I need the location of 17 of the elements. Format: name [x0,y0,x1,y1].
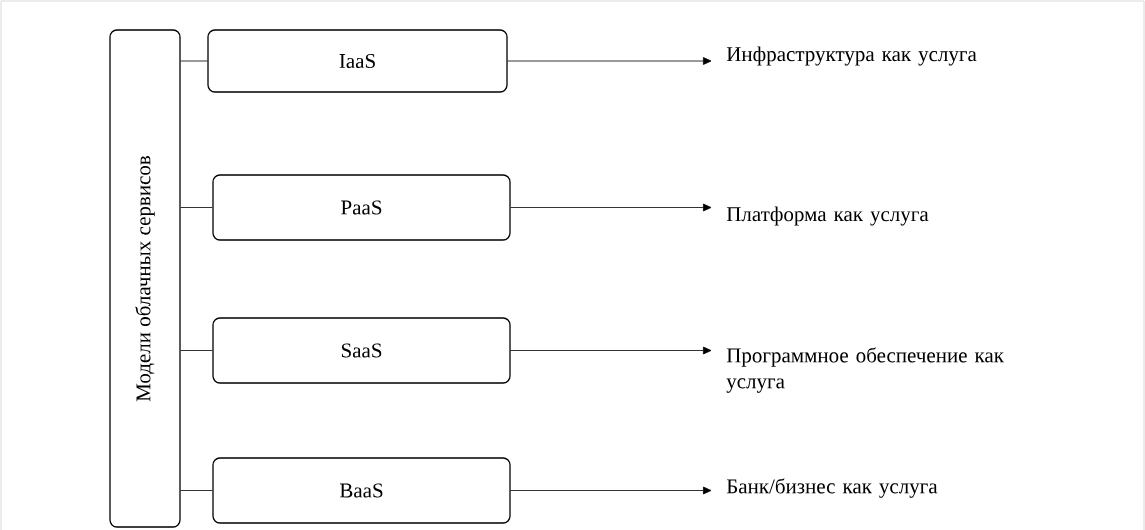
service-box: BaaS [212,457,511,524]
service-box: PaaS [212,174,511,241]
description-text: Банк/бизнес как услуга [726,478,938,498]
arrow [510,486,712,495]
description-text: Платформа как услуга [726,206,929,226]
description-text: Программное обеспечение как услуга [726,347,1004,393]
description-text: Инфраструктура как услуга [726,46,977,66]
category-box: Модели облачных сервисов [109,29,181,528]
arrow [507,57,712,65]
connector-line [180,350,213,351]
connector-line [180,60,208,62]
connector-line [180,207,213,208]
service-box: IaaS [207,29,508,93]
service-box: SaaS [212,317,511,384]
arrow [510,346,712,355]
connector-line [180,490,213,491]
arrow [510,203,712,212]
